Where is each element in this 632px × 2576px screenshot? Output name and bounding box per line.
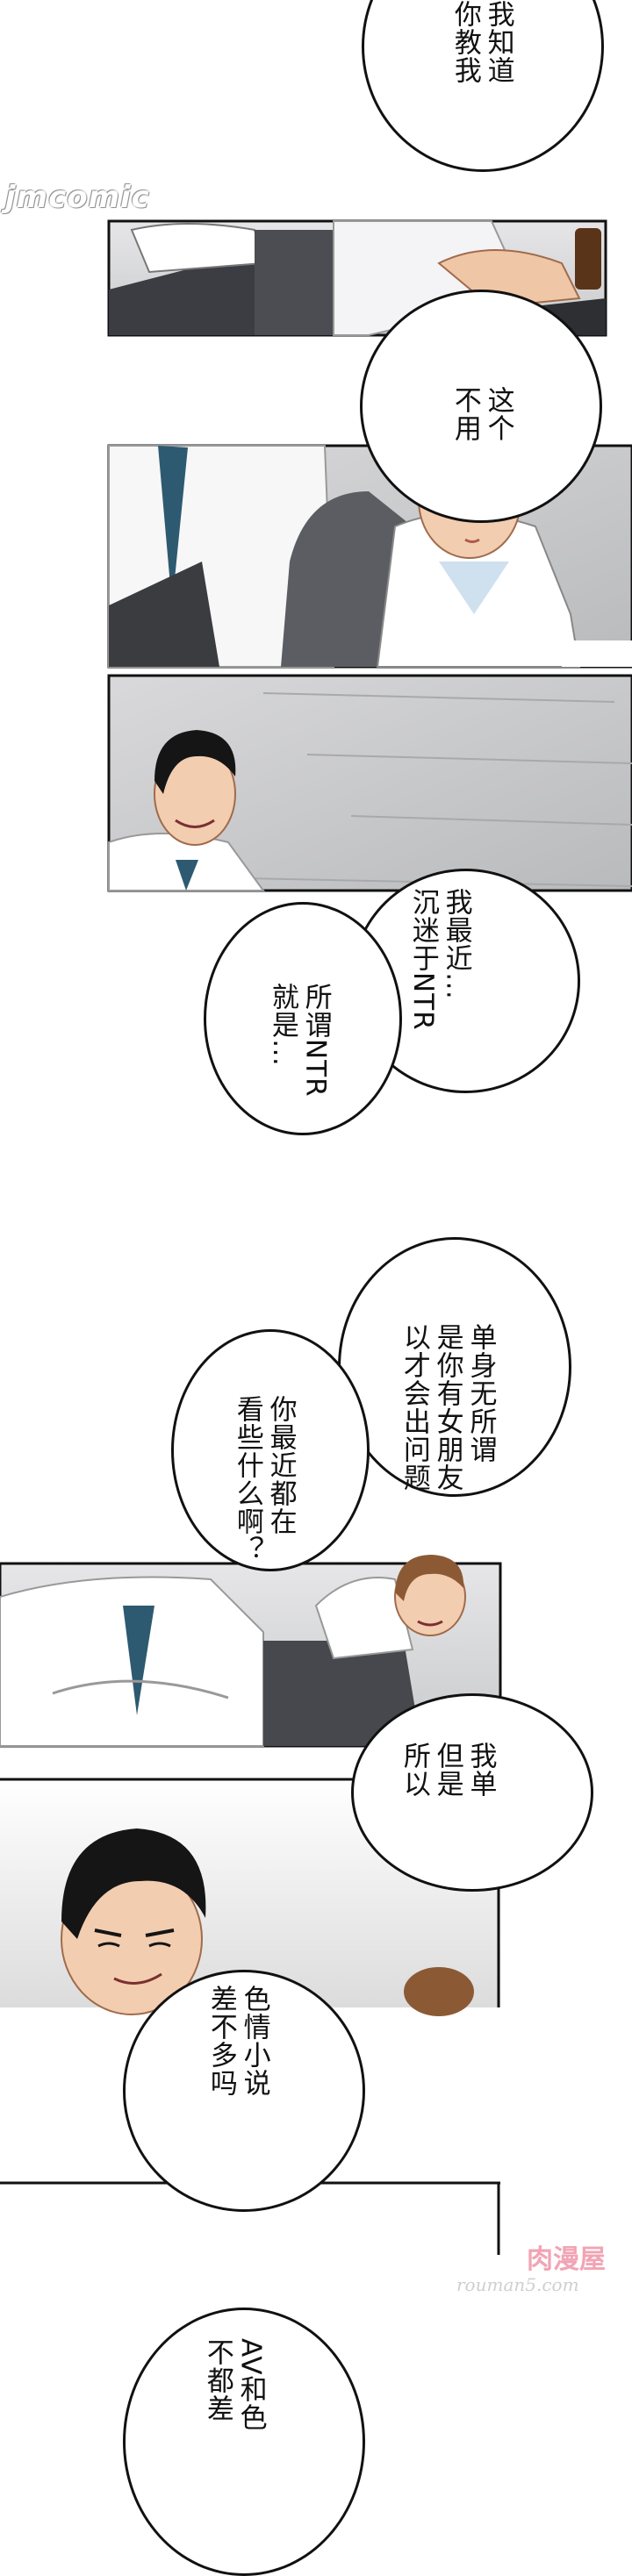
bubble-6-text: 你最近都在 看些什么啊？ <box>230 1395 297 1563</box>
bubble-8-line-1: 色情小说 <box>238 1985 270 2097</box>
bubble-2-text: 这个 不用 <box>448 386 514 442</box>
bubble-9-text: AV和色 不都差 <box>200 2338 267 2431</box>
speech-bubble-2 <box>360 290 602 523</box>
bubble-6-line-1: 你最近都在 <box>264 1395 297 1535</box>
bubble-9-line-2: 不都差 <box>201 2338 233 2422</box>
bubble-3-text: 我最近… 沉迷于NTR <box>406 888 472 1031</box>
jmcomic-watermark: jmcomic <box>5 180 150 215</box>
rouman-watermark-title: 肉漫屋 <box>527 2244 606 2275</box>
bubble-2-line-2: 不用 <box>449 386 481 442</box>
comic-artwork <box>0 219 632 2255</box>
speech-bubble-8 <box>123 1970 365 2212</box>
bubble-2-line-1: 这个 <box>482 386 514 442</box>
speech-bubble-6 <box>171 1329 370 1571</box>
bubble-5-line-3: 以才会出问题 <box>398 1323 430 1492</box>
bubble-1-text: 我知道 你教我 <box>448 0 514 84</box>
bubble-3-line-2: 沉迷于NTR <box>406 888 439 1031</box>
bubble-9-line-1: AV和色 <box>234 2338 267 2432</box>
panel-smiling-man <box>107 674 632 892</box>
speech-bubble-7 <box>351 1693 593 1892</box>
speech-bubble-5 <box>338 1237 571 1497</box>
bubble-1-line-1: 我知道 <box>482 0 514 84</box>
bubble-5-line-2: 是你有女朋友 <box>431 1323 463 1492</box>
bubble-7-line-1: 我单 <box>464 1742 497 1798</box>
bubble-8-line-2: 差不多吗 <box>205 1985 237 2097</box>
bubble-7-line-3: 所以 <box>398 1742 430 1798</box>
bubble-4-line-1: 所谓NTR <box>299 983 332 1098</box>
bubble-8-text: 色情小说 差不多吗 <box>204 1985 270 2097</box>
rouman-watermark-url: rouman5.com <box>456 2274 579 2295</box>
bubble-7-text: 我单 但是 所以 <box>397 1742 497 1798</box>
panel-man-smirk <box>0 1778 500 2016</box>
bubble-7-line-2: 但是 <box>431 1742 463 1798</box>
speech-bubble-4 <box>204 902 402 1135</box>
bubble-1-line-2: 你教我 <box>449 0 481 84</box>
bubble-4-line-2: 就是… <box>266 983 298 1067</box>
bubble-4-text: 所谓NTR 就是… <box>265 983 332 1098</box>
bubble-5-line-1: 单身无所谓 <box>464 1323 497 1463</box>
bubble-3-line-1: 我最近… <box>440 888 472 1000</box>
bubble-5-text: 单身无所谓 是你有女朋友 以才会出问题 <box>397 1323 497 1492</box>
bubble-6-line-2: 看些什么啊？ <box>231 1395 263 1563</box>
